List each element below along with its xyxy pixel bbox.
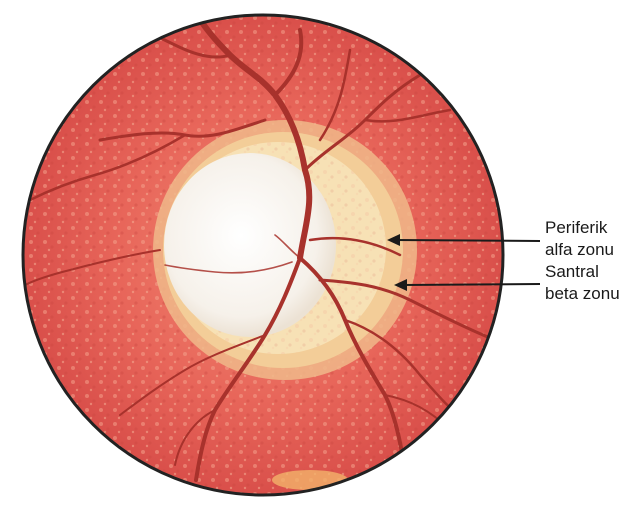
alpha-zone-label-line2: alfa zonu <box>545 239 614 261</box>
alpha-zone-label-line1: Periferik <box>545 217 614 239</box>
beta-zone-label-line1: Santral <box>545 261 620 283</box>
pale-patch <box>272 470 348 490</box>
beta-zone-label-line2: beta zonu <box>545 283 620 305</box>
beta-zone-label: Santral beta zonu <box>545 261 620 305</box>
alpha-zone-label: Periferik alfa zonu <box>545 217 614 261</box>
